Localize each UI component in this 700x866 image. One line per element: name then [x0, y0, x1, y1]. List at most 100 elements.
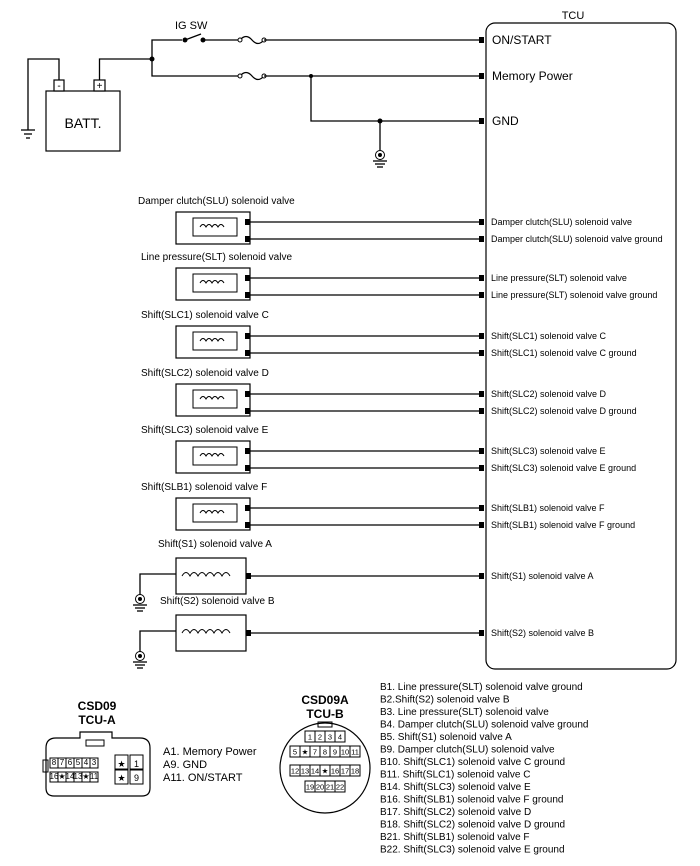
gnd-wire [310, 76, 480, 122]
pin-number: 9 [134, 773, 139, 783]
pin-cell [349, 745, 361, 758]
solenoid-valve: Shift(SLC2) solenoid valve DShift(SLC2) … [141, 368, 637, 417]
battery-ground-wire [27, 58, 60, 130]
pin-number: 19 [306, 783, 314, 792]
valve-pin [245, 219, 250, 225]
tcu-pin-label: Line pressure(SLT) solenoid valve ground [491, 290, 657, 300]
valve-name: Damper clutch(SLU) solenoid valve [138, 196, 295, 207]
valve-body [175, 614, 247, 652]
pin-number: 16 [331, 767, 339, 776]
valve-name: Shift(SLB1) solenoid valve F [141, 482, 267, 493]
valve-coil [192, 273, 238, 293]
pin-number: ★ [117, 759, 125, 769]
tcu-pin-label: Shift(S1) solenoid valve A [491, 571, 594, 581]
pin-cell [334, 780, 346, 793]
legend-line: B5. Shift(S1) solenoid valve A [380, 732, 512, 743]
valve-body [175, 211, 251, 245]
pin-number: ★ [58, 772, 65, 781]
pin-cell [114, 754, 129, 771]
junction-dot [309, 74, 313, 78]
coil-icon [199, 280, 225, 284]
valve-name: Shift(S2) solenoid valve B [160, 596, 275, 607]
pin-number: ★ [82, 772, 89, 781]
valve-coil [192, 389, 238, 409]
tcu-pin-label: Shift(SLC3) solenoid valve E ground [491, 463, 636, 473]
pin-cell [89, 757, 99, 769]
coil-icon [199, 338, 225, 342]
valve-name: Line pressure(SLT) solenoid valve [141, 252, 292, 263]
valve-pin [245, 333, 250, 339]
tcu-pin-label: Damper clutch(SLU) solenoid valve ground [491, 234, 663, 244]
valve-coil [192, 503, 238, 523]
tcu-pin [479, 236, 484, 242]
legend-line: B14. Shift(SLC3) solenoid valve E [380, 782, 531, 793]
solenoid-valve: Shift(SLB1) solenoid valve FShift(SLB1) … [141, 482, 635, 531]
tcu-pin-on-start: ON/START [479, 33, 552, 47]
legend-line: B21. Shift(SLB1) solenoid valve F [380, 832, 530, 843]
valve-name: Shift(S1) solenoid valve A [158, 539, 272, 550]
chassis-ground-icon [21, 129, 35, 139]
valve-name: Shift(SLC1) solenoid valve C [141, 310, 269, 321]
tcu-pin-label: Shift(SLC1) solenoid valve C [491, 331, 607, 341]
pin-cell [89, 771, 99, 783]
pin-number: 14 [66, 772, 75, 781]
legend-line: B11. Shift(SLC1) solenoid valve C [380, 770, 530, 781]
pin-number: 8 [323, 748, 327, 757]
pin-number: 4 [84, 758, 89, 767]
solenoid-valve: Shift(S2) solenoid valve B Shift(S2) sole… [133, 596, 594, 669]
tcu-pin-label: Damper clutch(SLU) solenoid valve [491, 217, 632, 227]
legend-line: B22. Shift(SLC3) solenoid valve E ground [380, 845, 565, 856]
tcu-pin-gnd: GND [479, 114, 519, 128]
valve-body [175, 497, 251, 531]
connector-b-title: CSD09A [301, 693, 349, 707]
connector-a-legend: A1. Memory Power [163, 746, 257, 758]
tcu-pin-memory-power: Memory Power [479, 69, 573, 83]
connector-a-legend: A9. GND [163, 759, 207, 771]
battery [45, 90, 121, 152]
ig-switch-icon [182, 33, 206, 43]
battery-positive-wire [98, 58, 152, 80]
pin-number: 13 [74, 772, 83, 781]
valve-pin [245, 236, 250, 242]
ground-icon [373, 150, 387, 168]
legend-line: B16. Shift(SLB1) solenoid valve F ground [380, 795, 563, 806]
valve-body [175, 440, 251, 474]
pin-number: 10 [341, 748, 349, 757]
valve-pin [246, 573, 251, 579]
pin-number: 11 [351, 748, 359, 757]
pin-number: 21 [326, 783, 334, 792]
fuse-icon [237, 35, 267, 45]
legend-line: B3. Line pressure(SLT) solenoid valve [380, 707, 549, 718]
pin-number: 5 [76, 758, 81, 767]
tcu-pin [479, 333, 484, 339]
valve-coil [192, 217, 238, 237]
tcu-pin [479, 573, 484, 579]
pin-number: 14 [311, 767, 319, 776]
pin-number: 13 [301, 767, 309, 776]
battery-label: BATT. [64, 115, 101, 131]
battery-plus: + [97, 81, 103, 92]
pin-number: ★ [117, 773, 125, 783]
connector-a-subtitle: TCU-A [78, 713, 116, 727]
valve-pin [245, 505, 250, 511]
pin-number: 20 [316, 783, 324, 792]
pin-number: 12 [291, 767, 299, 776]
pin-number: 17 [341, 767, 349, 776]
legend-line: B17. Shift(SLC2) solenoid valve D [380, 807, 531, 818]
pin-number: 11 [90, 772, 99, 781]
pin-number: 18 [351, 767, 359, 776]
pin-number: ★ [302, 748, 309, 757]
tcu-pin [479, 350, 484, 356]
pin-number: 22 [336, 783, 344, 792]
valve-pin [245, 522, 250, 528]
tcu-pin [479, 219, 484, 225]
legend-line: B9. Damper clutch(SLU) solenoid valve [380, 745, 555, 756]
pin-label: Memory Power [492, 69, 573, 83]
valve-body [175, 383, 251, 417]
pin-cell [349, 764, 361, 777]
tcu-pin-label: Shift(S2) solenoid valve B [491, 628, 594, 638]
tcu-pin [479, 292, 484, 298]
connector-b-subtitle: TCU-B [306, 707, 344, 721]
